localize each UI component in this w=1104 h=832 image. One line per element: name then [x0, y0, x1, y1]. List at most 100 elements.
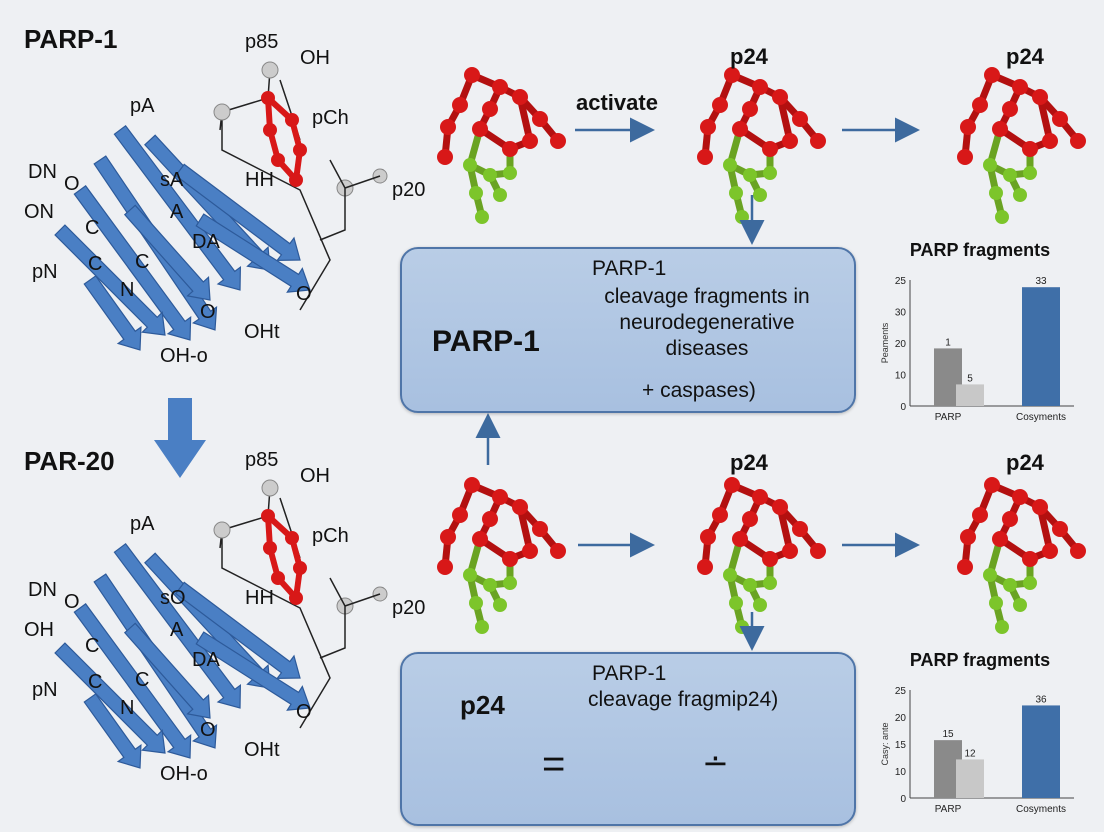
molecule-bottom-3-atom	[1052, 521, 1068, 537]
chart-bar-label: 33	[1035, 276, 1047, 287]
molecule-bottom-2-atom	[729, 596, 743, 610]
pie-label: p24	[460, 690, 505, 720]
molecule-top-1-atom	[503, 166, 517, 180]
bottom-label: O	[64, 591, 80, 613]
molecule-bottom-2-atom	[772, 499, 788, 515]
chart-bar-label: 15	[942, 729, 954, 740]
bottom-label: C	[88, 671, 102, 693]
top-label: pA	[130, 95, 155, 117]
molecule-top-3-atom	[957, 149, 973, 165]
chart-title: PARP fragments	[910, 240, 1050, 260]
molecule-top-1-atom	[532, 111, 548, 127]
molecule-bottom-3-atom	[1002, 511, 1018, 527]
molecule-bottom-3-atom	[1003, 578, 1017, 592]
equals-symbol: =	[542, 742, 566, 786]
molecule-bottom-2-atom	[743, 578, 757, 592]
molecule-top-2-atom	[753, 188, 767, 202]
molecule-top-2-atom	[752, 79, 768, 95]
bottom-box-subtitle: PARP-1	[592, 662, 667, 685]
molecule-bottom-3-atom	[1070, 543, 1086, 559]
molecule-top-1-atom	[492, 79, 508, 95]
molecule-top-3-atom	[1012, 79, 1028, 95]
molecule-top-3-atom	[984, 67, 1000, 83]
bottom-label: HH	[245, 587, 274, 609]
bottom-label: sO	[160, 587, 186, 609]
molecule-bottom-1-atom	[502, 551, 518, 567]
molecule-bottom-3-atom	[1032, 499, 1048, 515]
chart-bar-label: 12	[964, 748, 976, 759]
molecule-bottom-1-atom	[464, 477, 480, 493]
top-label: pN	[32, 261, 58, 283]
chart-bar-label: 5	[967, 373, 973, 384]
top-box-line2: neurodegenerative	[619, 311, 795, 334]
top-info-box: PARP-1 PARP-1 cleavage fragments in neur…	[400, 247, 856, 413]
top-box-line3: diseases	[665, 337, 749, 360]
molecule-bottom-3-atom	[957, 559, 973, 575]
top-label: sA	[160, 169, 184, 191]
chart-xtick: Cosyments	[1016, 412, 1066, 423]
molecule-top-1-atom	[493, 188, 507, 202]
bottom-label: pCh	[312, 525, 349, 547]
chart-bar	[1022, 287, 1060, 406]
top-label: OHt	[244, 321, 280, 343]
molecule-bottom-2-atom	[742, 511, 758, 527]
molecule-bottom-3-atom	[972, 507, 988, 523]
molecule-bottom-3	[957, 477, 1086, 634]
bottom-label: pN	[32, 679, 58, 701]
chart-ytick: 10	[895, 371, 907, 382]
top-label: N	[120, 279, 134, 301]
bottom-label: C	[85, 635, 99, 657]
molecule-bottom-3-atom	[1042, 543, 1058, 559]
top-label: DN	[28, 161, 57, 183]
molecule-top-2-atom	[723, 158, 737, 172]
molecule-bottom-2-atom	[782, 543, 798, 559]
molecule-top-3-atom	[1042, 133, 1058, 149]
molecule-top-2-atom	[697, 149, 713, 165]
top-strand	[123, 204, 211, 301]
molecule-bottom-3-atom	[1023, 576, 1037, 590]
top-ring-atom	[285, 113, 299, 127]
molecule-bottom-2-atom	[697, 559, 713, 575]
molecule-top-2-atom	[735, 210, 749, 224]
bottom-strand	[123, 622, 211, 719]
molecule-top-1-atom	[502, 141, 518, 157]
bottom-strand	[83, 693, 142, 769]
molecule-top-1-atom	[475, 210, 489, 224]
molecule-top-3-atom	[1002, 101, 1018, 117]
top-strand	[54, 224, 166, 336]
molecule-bottom-2-atom	[724, 477, 740, 493]
top-label: OH	[300, 47, 330, 69]
molecule-top-3-atom	[1023, 166, 1037, 180]
top-label: OH-o	[160, 345, 208, 367]
top-ring-atom	[293, 143, 307, 157]
arrow-big-down	[154, 398, 206, 478]
top-strand	[83, 275, 142, 351]
chart-bar	[956, 384, 984, 406]
bottom-box-line1: cleavage fragmip24)	[588, 688, 779, 711]
molecule-top-1-atom	[452, 97, 468, 113]
bottom-label: DA	[192, 649, 220, 671]
top-molecule-label-1: p24	[730, 44, 768, 69]
chart-bar-label: 36	[1035, 694, 1047, 705]
bottom-side-chain	[319, 577, 381, 659]
molecule-top-2	[697, 67, 826, 224]
chart-ylabel: Peaments	[880, 322, 890, 363]
chart-ytick: 0	[900, 794, 906, 805]
chart-ytick: 25	[895, 276, 907, 287]
molecule-top-2-atom	[700, 119, 716, 135]
chart-bar-label: 1	[945, 337, 951, 348]
chart-ytick: 0	[900, 402, 906, 413]
bottom-strand	[174, 581, 301, 680]
molecule-bottom-3-atom	[1022, 551, 1038, 567]
bottom-ring-atom	[261, 509, 275, 523]
activate-label: activate	[576, 90, 658, 115]
molecule-bottom-3-atom	[1012, 489, 1028, 505]
bottom-label: pA	[130, 513, 155, 535]
molecule-top-3-atom	[972, 97, 988, 113]
chart-ytick: 10	[895, 767, 907, 778]
molecule-top-2-atom	[792, 111, 808, 127]
molecule-bottom-1-atom	[482, 511, 498, 527]
top-label: O	[296, 283, 312, 305]
